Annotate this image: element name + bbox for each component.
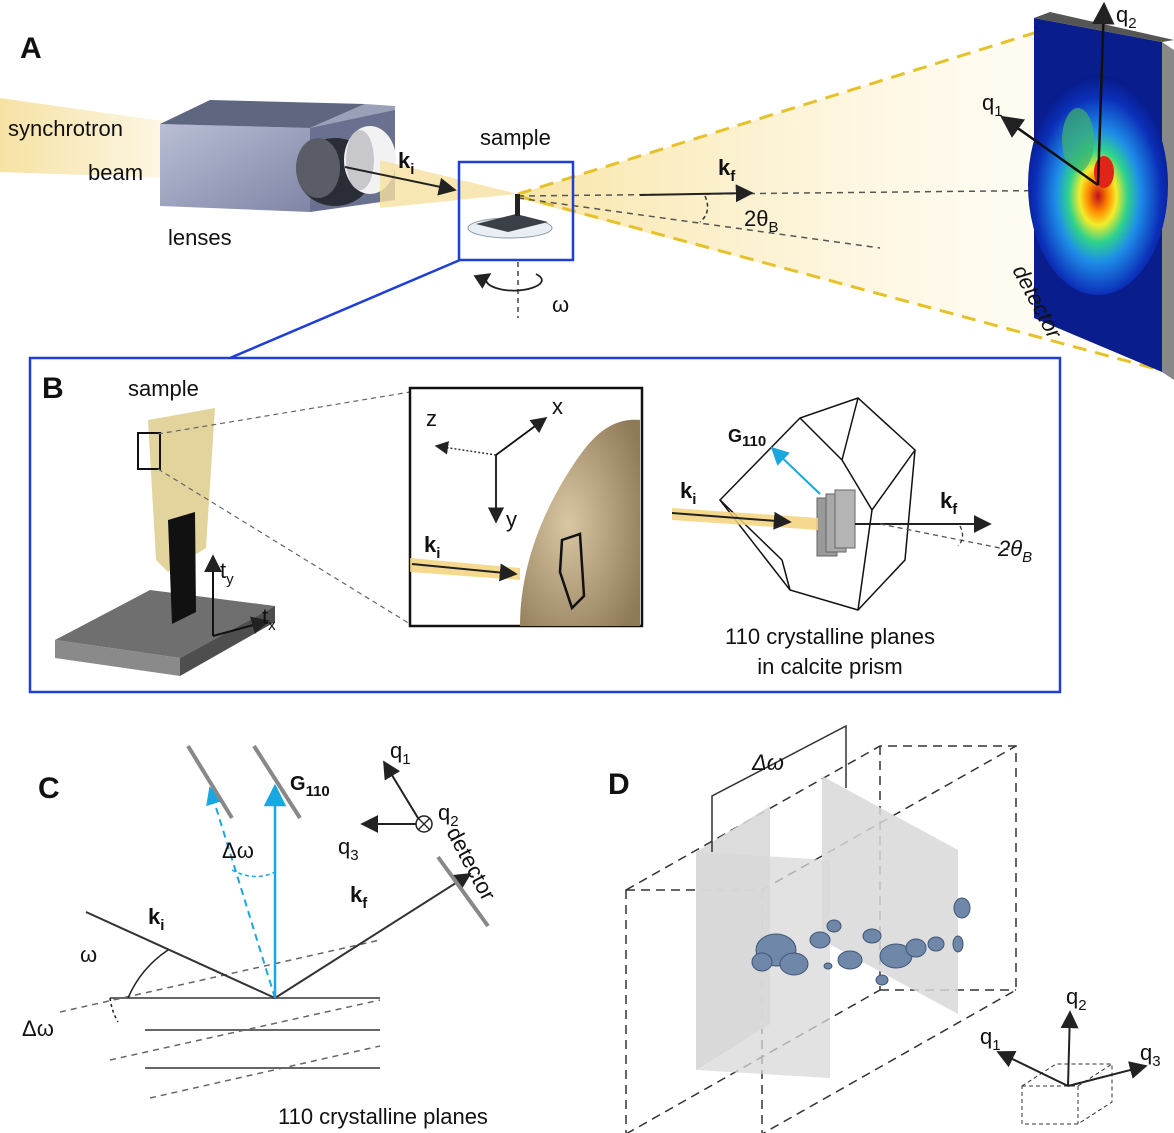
q2-arrow-a: [1092, 1, 1115, 186]
transmitted-line-b: [879, 523, 1011, 551]
q1-arrow-d: [996, 1050, 1069, 1087]
sample-label-b: sample: [128, 376, 199, 401]
slab-right: [822, 776, 958, 1014]
two-theta-label-a: 2θB: [744, 206, 779, 236]
zoom-line-top: [157, 391, 411, 435]
panel-c: C ki ω Δω kf detector Δω G110: [22, 738, 501, 1129]
q1-label-d: q1: [980, 1024, 1001, 1054]
panel-a-letter: A: [20, 32, 42, 65]
omega-rotation-arrow: [473, 273, 543, 292]
delta-omega-arc-c: [109, 997, 119, 1023]
ki-arrow-b2: [671, 511, 792, 530]
q1-label-a: q1: [982, 90, 1003, 120]
calcite-prism: [719, 397, 916, 611]
shell-surface: [520, 419, 640, 626]
omega-arc-c: [127, 949, 169, 999]
q3-arrow-d: [1067, 1061, 1148, 1087]
zoom-line-bottom: [157, 468, 411, 625]
planes-caption-c: 110 crystalline planes: [278, 1104, 488, 1129]
ki-label-c: ki: [148, 904, 164, 934]
zoom-region: [137, 432, 161, 470]
kf-center-line: [517, 189, 1091, 197]
ki-label-a: ki: [398, 148, 414, 178]
q1-arrow-c: [383, 760, 419, 819]
kf-arrow-a: [639, 184, 754, 203]
plane-bar-c1: [186, 744, 234, 820]
q1-arrow-a: [1000, 115, 1099, 187]
omega-label-a: ω: [552, 292, 569, 317]
lenses-label: lenses: [168, 225, 232, 250]
g110-arrow-b: [770, 446, 821, 495]
sample-box: [457, 160, 575, 262]
ki-line-c: [85, 911, 276, 999]
ki-arrow-b1: [411, 563, 518, 582]
tx-label: tx: [262, 604, 276, 634]
fan-edge-top: [517, 26, 1051, 196]
diffracted-fan: [518, 28, 1160, 370]
delta-omega-label-c1: Δω: [22, 1016, 54, 1041]
g110-label-b: G110: [728, 426, 766, 450]
q2-label-a: q2: [1116, 2, 1137, 32]
q3-label-c: q3: [338, 834, 359, 864]
detector-a: [1028, 12, 1174, 380]
delta-omega-label-d: Δω: [751, 750, 784, 775]
ki-label-b2: ki: [680, 478, 696, 508]
g110-rotated-arrow-c: [206, 786, 276, 999]
delta-omega-bracket: [711, 724, 847, 852]
ki-arrow-a: [344, 166, 457, 196]
panel-d: D: [608, 724, 1161, 1133]
delta-omega-arc-c2: [231, 869, 276, 878]
g110-label-c: G110: [290, 773, 330, 800]
sample-stage: [467, 194, 553, 239]
prism-caption-line1: 110 crystalline planes: [725, 624, 935, 649]
kf-label-c: kf: [350, 882, 368, 912]
grains: [751, 897, 971, 986]
crystal-planes: [816, 489, 856, 557]
prism-caption-line2: in calcite prism: [757, 654, 902, 679]
axes-cube: [1021, 1063, 1113, 1125]
two-theta-label-b: 2θB: [997, 536, 1032, 566]
panel-b-frame: [28, 356, 1062, 694]
synchrotron-label: synchrotron: [8, 116, 123, 141]
axis-z-label: z: [426, 406, 437, 431]
q1-label-c: q1: [390, 738, 411, 768]
transmitted-line: [517, 197, 881, 249]
two-theta-arc-b: [957, 525, 964, 547]
beam-label: beam: [88, 160, 143, 185]
panel-d-letter: D: [608, 768, 630, 801]
q2-label-d: q2: [1066, 984, 1087, 1014]
detector-bar-c: [436, 855, 490, 928]
axis-x-arrow: [495, 417, 548, 456]
sample-holder: [55, 408, 275, 676]
crystal-planes-c: [59, 939, 381, 1099]
q2-arrow-d: [1060, 1010, 1079, 1087]
sample-label-a: sample: [480, 125, 551, 150]
delta-omega-label-c2: Δω: [222, 838, 254, 863]
plane-bar-c2: [252, 744, 302, 820]
fan-edge-bottom: [517, 194, 1161, 372]
axis-y-label: y: [506, 507, 517, 532]
prism-outline: [558, 532, 586, 611]
q3-label-d: q3: [1140, 1040, 1161, 1070]
tx-arrow: [212, 616, 270, 637]
detector-label-c: detector: [442, 823, 501, 905]
incoming-beam: [0, 98, 170, 178]
two-theta-arc-a: [699, 195, 709, 223]
panel-b-letter: B: [42, 372, 64, 405]
zoom-connector: [229, 258, 461, 360]
q2-label-c: q2: [438, 800, 459, 830]
axis-x-label: x: [552, 394, 563, 419]
ki-label-b1: ki: [424, 532, 440, 562]
panel-c-letter: C: [38, 772, 60, 805]
kf-arrow-c: [274, 873, 472, 999]
omega-label-c: ω: [80, 942, 97, 967]
lens-box: [160, 100, 396, 212]
panel-b: B sample ty tx x y z ki: [28, 356, 1062, 694]
panel-a: A synchrotron beam lenses ki kf 2θB: [0, 1, 1174, 380]
kf-label-a: kf: [718, 155, 736, 185]
kf-label-b: kf: [940, 488, 958, 518]
ty-label: ty: [220, 558, 234, 588]
